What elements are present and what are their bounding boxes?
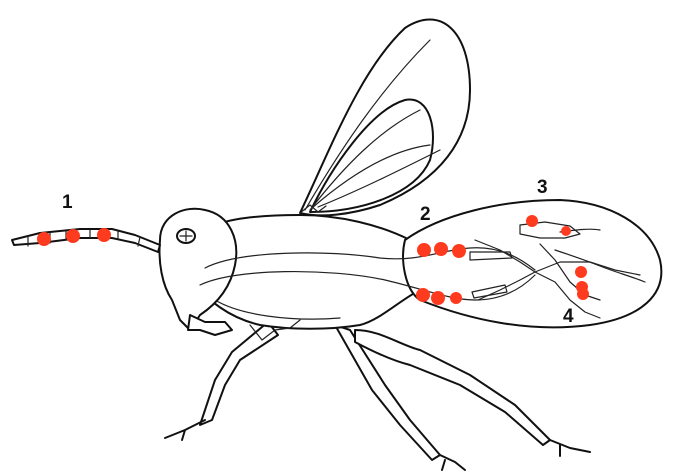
marker-2a [417,243,431,257]
marker-4a [575,266,587,278]
label-4: 4 [563,306,574,327]
marker-2b [434,242,448,256]
marker-3a [526,215,538,227]
front-leg [200,322,278,425]
label-1: 1 [62,192,73,213]
legs [165,322,590,470]
marker-3b [561,226,571,236]
marker-2f [450,292,462,304]
head [160,209,237,335]
label-2: 2 [420,204,431,225]
mouthparts [188,315,232,335]
marker-2e [431,291,445,305]
antenna [12,229,160,252]
marker-2d [416,288,430,302]
wings [300,20,470,216]
marker-1b [66,229,80,243]
marker-4c [577,288,589,300]
marker-1a [37,232,51,246]
marker-2c [452,244,466,258]
marker-1c [97,228,111,242]
label-3: 3 [537,177,548,198]
